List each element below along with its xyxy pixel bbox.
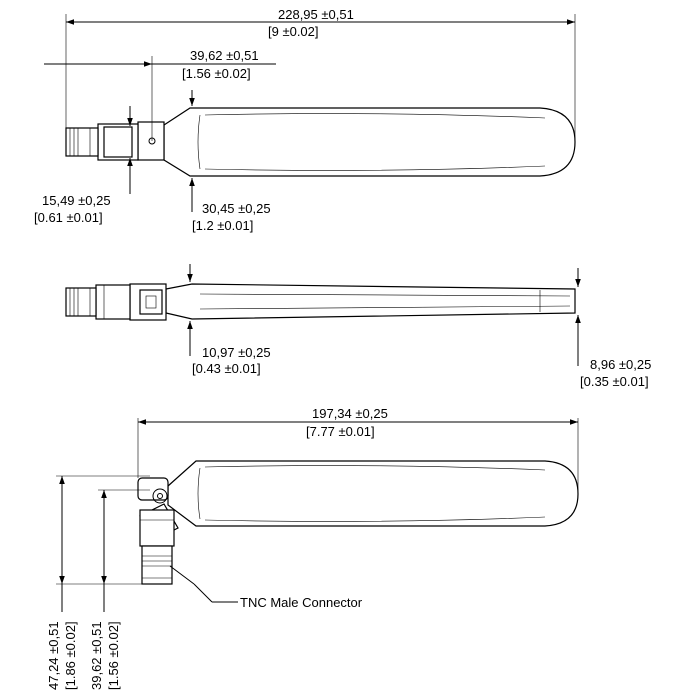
dim-overall-length: 228,95 ±0,51 [278, 7, 354, 22]
dim-blade-length-inch: [7.77 ±0.01] [306, 424, 375, 439]
side-view-connector [95, 284, 131, 320]
bent-view-hinge [137, 477, 169, 501]
dim-connector-length-inch: [1.56 ±0.02] [182, 66, 251, 81]
dim-blade-length: 197,34 ±0,25 [312, 406, 388, 421]
dim-overall-length-inch: [9 ±0.02] [268, 24, 319, 39]
dim-connector-height-inch: [1.56 ±0.02] [106, 621, 121, 690]
bent-view-connector [139, 509, 175, 547]
side-view: 10,97 ±0,25 [0.43 ±0.01] 8,96 ±0,25 [0.3… [65, 264, 651, 389]
dim-connector-diameter-inch: [0.61 ±0.01] [34, 210, 103, 225]
dim-tip-thickness: 8,96 ±0,25 [590, 357, 651, 372]
dim-total-height-inch: [1.86 ±0.02] [63, 621, 78, 690]
dim-base-width-inch: [1.2 ±0.01] [192, 218, 253, 233]
dim-base-thickness-inch: [0.43 ±0.01] [192, 361, 261, 376]
top-view-antenna-blade [163, 107, 576, 177]
dim-connector-height: 39,62 ±0,51 [89, 621, 104, 690]
side-view-antenna-blade [165, 283, 576, 320]
bent-view-antenna-blade [167, 460, 579, 527]
dim-connector-diameter: 15,49 ±0,25 [42, 193, 111, 208]
dim-connector-length: 39,62 ±0,51 [190, 48, 259, 63]
dim-total-height: 47,24 ±0,51 [46, 621, 61, 690]
dim-base-width: 30,45 ±0,25 [202, 201, 271, 216]
dim-base-thickness: 10,97 ±0,25 [202, 345, 271, 360]
connector-label: TNC Male Connector [240, 595, 363, 610]
top-view: 228,95 ±0,51 [9 ±0.02] 39,62 ±0,51 [1.56… [34, 7, 576, 233]
top-view-hinge [137, 121, 165, 161]
dim-tip-thickness-inch: [0.35 ±0.01] [580, 374, 649, 389]
bent-view: 197,34 ±0,25 [7.77 ±0.01] TNC Male Conne… [46, 406, 579, 690]
